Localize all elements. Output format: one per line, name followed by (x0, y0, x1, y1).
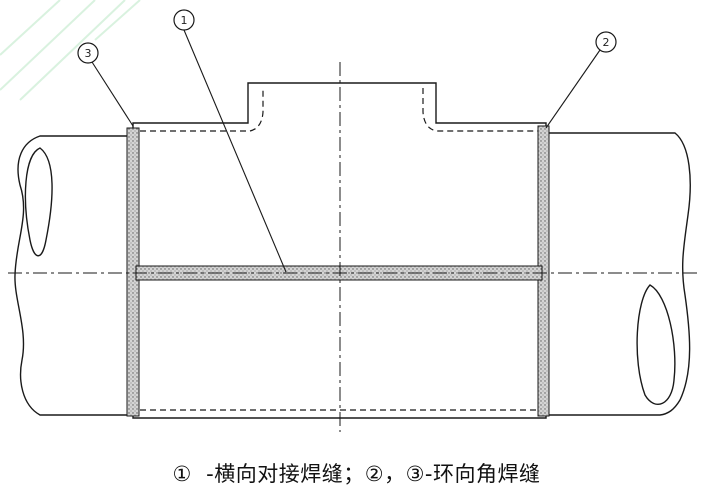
right-pipe-end-loop (636, 284, 676, 406)
callout-2-label: 2 (603, 36, 610, 49)
callout-3: 3 (77, 42, 99, 64)
watermark-mark (0, 0, 141, 101)
hidden-lines (140, 88, 540, 411)
figure-caption: ① -横向对接焊缝；②，③-环向角焊缝 (172, 462, 541, 486)
left-pipe-end-loop (24, 147, 53, 257)
centerlines (8, 62, 700, 432)
left-pipe (14, 135, 134, 416)
leader-lines (91, 29, 601, 273)
right-pipe (545, 132, 691, 416)
callout-3-label: 3 (85, 47, 92, 60)
caption-area (0, 440, 713, 504)
pipe-tee-diagram: 1 2 3 (0, 0, 700, 432)
leader-1 (183, 29, 287, 273)
leader-3 (91, 61, 134, 127)
callout-1-label: 1 (181, 14, 188, 27)
callout-1: 1 (173, 9, 195, 31)
leader-2 (545, 49, 601, 129)
callout-2: 2 (595, 31, 617, 53)
